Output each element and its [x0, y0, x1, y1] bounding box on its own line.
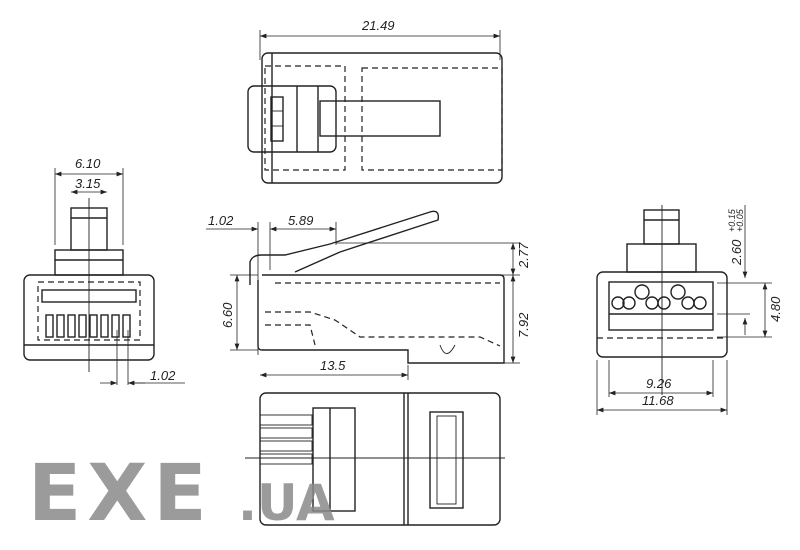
dim-latch-height: 2.77 [516, 242, 531, 269]
dim-contact-pitch: 1.02 [150, 368, 176, 383]
front-view: 6.10 3.15 1.02 [23, 156, 185, 386]
dim-total-height: 7.92 [516, 312, 531, 338]
dim-latch-width: 3.15 [75, 176, 101, 191]
dim-body-height: 6.60 [220, 302, 235, 328]
dim-height-tol: 2.60 [729, 239, 744, 266]
dim-offset: 1.02 [208, 213, 234, 228]
watermark: EXE .UA [28, 449, 335, 539]
dim-cavity-height: 4.80 [768, 296, 783, 322]
dim-tol-plus: +0.15 [727, 208, 737, 232]
dim-tol-minus: +0.05 [735, 208, 745, 232]
dim-outer-width: 11.68 [642, 393, 674, 408]
side-view: 1.02 5.89 2.77 7.92 6.60 13.5 [206, 210, 531, 380]
top-view: 21.49 [247, 18, 503, 184]
bottom-view [245, 392, 505, 526]
dim-latch-reach: 5.89 [288, 213, 313, 228]
dim-base-length: 13.5 [320, 358, 346, 373]
dim-width: 6.10 [75, 156, 101, 171]
rear-view: 2.60 +0.15 +0.05 4.80 9.26 11.68 [596, 205, 783, 415]
dim-length: 21.49 [361, 18, 395, 33]
watermark-suffix: .UA [238, 474, 335, 532]
dim-inner-width: 9.26 [646, 376, 672, 391]
watermark-main: EXE [28, 449, 213, 539]
contacts [45, 314, 131, 338]
